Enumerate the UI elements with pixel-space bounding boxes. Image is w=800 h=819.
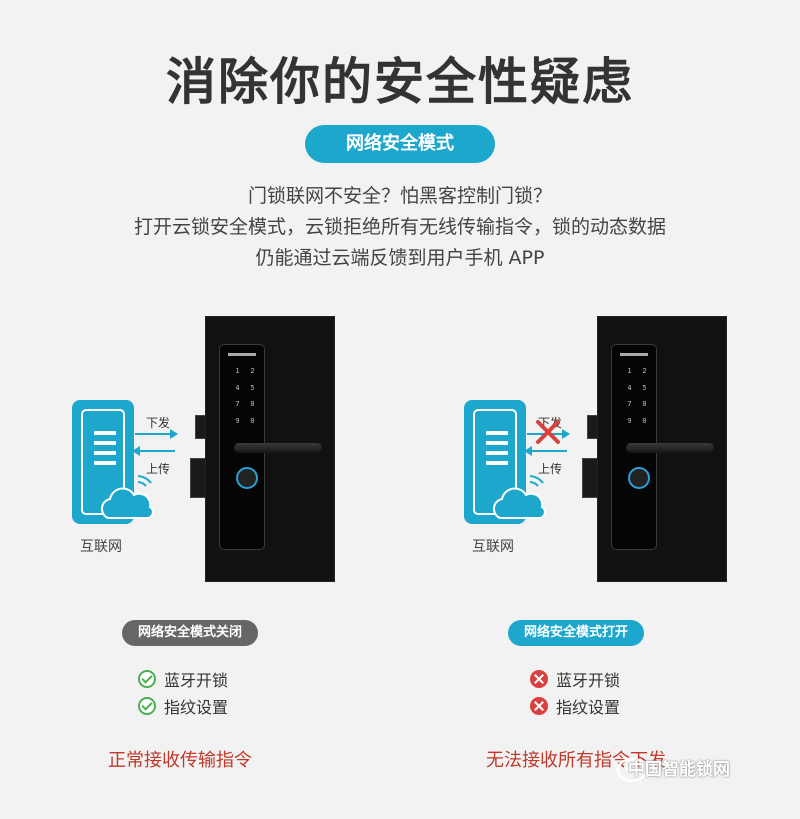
door-handle	[626, 443, 714, 453]
fingerprint-sensor-icon	[236, 467, 258, 489]
fingerprint-sensor-icon	[628, 467, 650, 489]
cross-icon	[530, 697, 548, 715]
network-security-mode-badge: 网络安全模式	[305, 125, 495, 163]
result-text-off: 正常接收传输指令	[108, 750, 252, 771]
check-icon	[138, 670, 156, 688]
arrow-left-icon	[132, 446, 140, 456]
arrow-right-icon	[562, 429, 570, 439]
door-handle	[234, 443, 322, 453]
internet-label: 互联网	[472, 539, 514, 555]
watermark-logo-icon	[616, 757, 648, 783]
description-line-2: 打开云锁安全模式，云锁拒绝所有无线传输指令，锁的动态数据	[133, 216, 666, 238]
description-line-3: 仍能通过云端反馈到用户手机 APP	[255, 247, 545, 269]
cloud-wifi-icon	[100, 475, 154, 519]
internet-label: 互联网	[80, 539, 122, 555]
watermark-text: 中国智能锁网	[628, 760, 730, 780]
feature-bluetooth-unlock-disabled: 蓝牙开锁	[530, 667, 620, 691]
feature-fingerprint-setting-disabled: 指纹设置	[530, 694, 620, 718]
status-badge-off: 网络安全模式关闭	[122, 620, 258, 646]
arrow-left-icon	[524, 446, 532, 456]
cross-icon	[530, 670, 548, 688]
description-line-1: 门锁联网不安全？怕黑客控制门锁？	[247, 185, 552, 207]
feature-fingerprint-setting-enabled: 指纹设置	[138, 694, 228, 718]
page-title: 消除你的安全性疑虑	[166, 53, 634, 111]
arrow-right-icon	[170, 429, 178, 439]
download-label: 下发	[146, 416, 171, 430]
check-icon	[138, 697, 156, 715]
blocked-cross-icon	[536, 420, 560, 444]
cloud-wifi-icon	[492, 475, 546, 519]
upload-label: 上传	[146, 462, 171, 476]
upload-label: 上传	[538, 462, 563, 476]
feature-bluetooth-unlock-enabled: 蓝牙开锁	[138, 667, 228, 691]
result-text-on: 无法接收所有指令下发	[486, 750, 666, 771]
status-badge-on: 网络安全模式打开	[508, 620, 644, 646]
